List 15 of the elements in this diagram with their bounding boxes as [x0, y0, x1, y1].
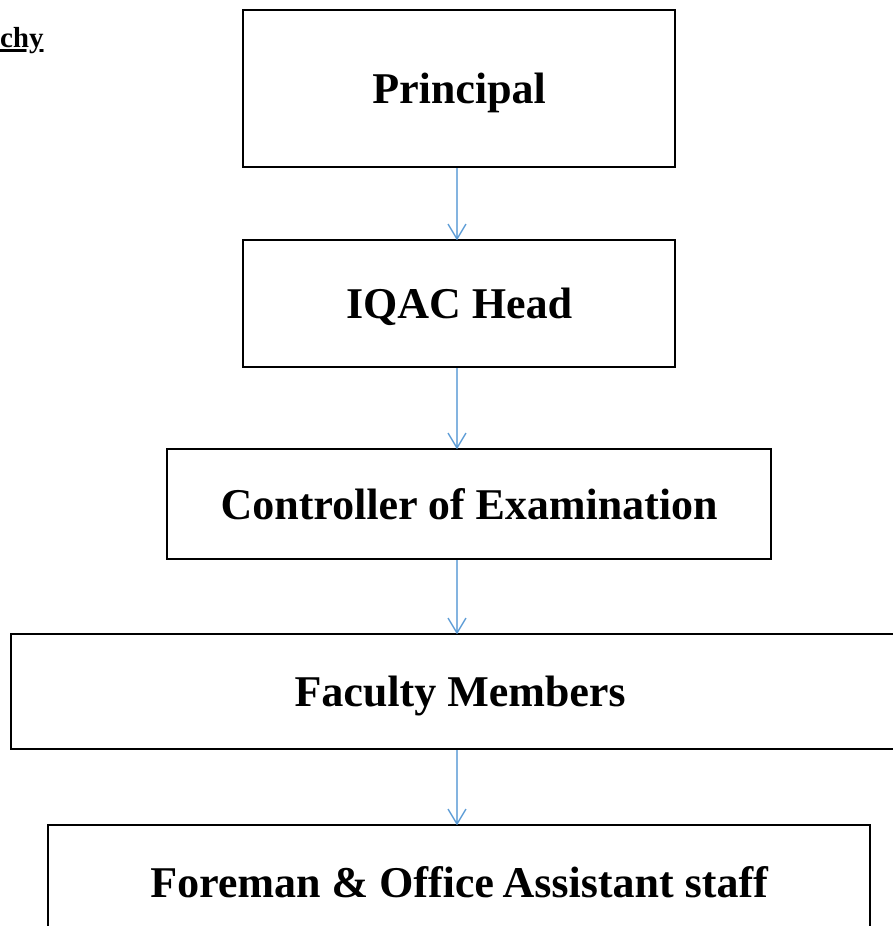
role-title: Controller of Examination — [220, 478, 718, 530]
role-title: Foreman & Office Assistant staff — [150, 856, 768, 908]
role-box — [10, 633, 893, 750]
arrow — [447, 168, 467, 240]
role-title: Principal — [372, 63, 546, 114]
role-title: Faculty Members — [294, 666, 626, 717]
role-box — [166, 448, 772, 560]
role-box — [242, 239, 676, 368]
arrow — [447, 368, 467, 449]
role-box — [47, 824, 871, 926]
role-box — [242, 9, 676, 168]
arrow — [447, 560, 467, 634]
heading-text: chy — [0, 22, 44, 55]
arrow — [447, 750, 467, 825]
role-title: IQAC Head — [346, 278, 572, 329]
